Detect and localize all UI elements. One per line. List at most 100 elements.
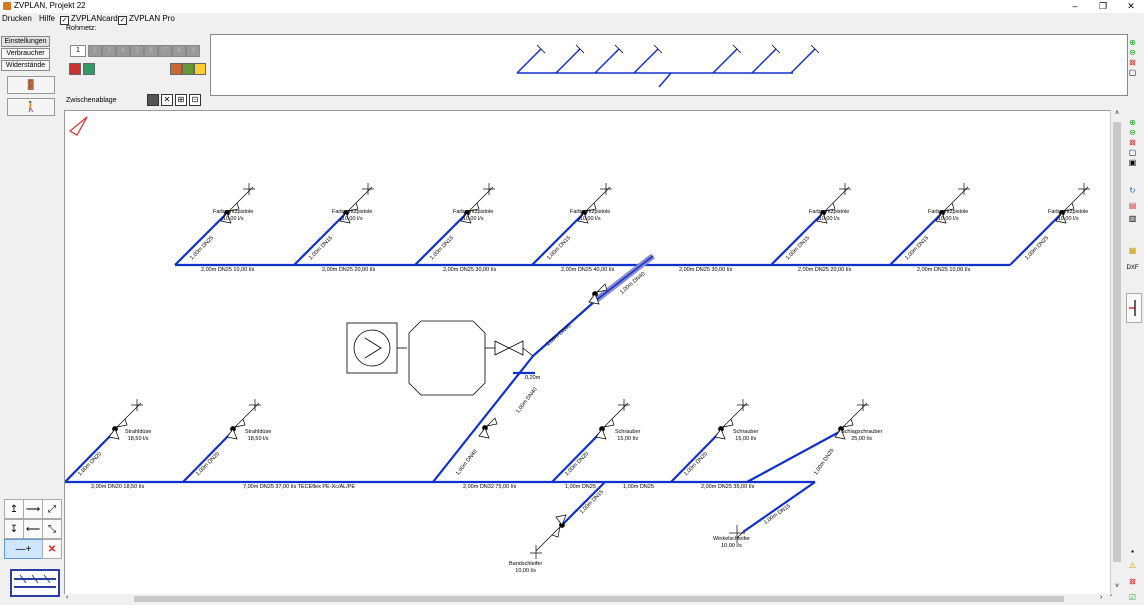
- canvas-zoom-previous-icon[interactable]: ▣: [1128, 157, 1137, 167]
- scroll-up-icon[interactable]: ˄: [1114, 110, 1120, 117]
- zoom-out-icon[interactable]: ⊖: [1129, 47, 1136, 57]
- clipboard-paste-icon[interactable]: ⊡: [189, 94, 201, 106]
- dxf-export-icon[interactable]: DXF: [1126, 265, 1139, 271]
- pipe-label: 1,00m DN25: [565, 484, 596, 490]
- rohrnetz-slot-7[interactable]: 7: [158, 45, 172, 57]
- clipboard-copy-icon[interactable]: [147, 94, 159, 106]
- pipe-label: 7,00m DN25 37,00 l/s TECEflex PE-Xc/AL/P…: [243, 484, 356, 490]
- pipe-label: 2,00m DN25 20,00 l/s: [322, 267, 376, 273]
- save-network-icon[interactable]: [69, 63, 81, 75]
- tools-icon[interactable]: [182, 63, 194, 75]
- zoom-window-icon[interactable]: ▢: [1128, 67, 1137, 77]
- rohrnetz-slot-2[interactable]: 2: [88, 45, 102, 57]
- vertical-pipe-down-icon[interactable]: ↧: [4, 519, 24, 539]
- diagonal-pipe-down-icon[interactable]: ⤡: [42, 519, 62, 539]
- warning-triangle-icon[interactable]: ⚠: [1128, 560, 1137, 570]
- calculator-icon[interactable]: ▦: [1128, 245, 1137, 255]
- zwischenablage-label: Zwischenablage: [66, 97, 117, 104]
- vertical-scroll-thumb[interactable]: [1113, 122, 1121, 562]
- check-icon: ✓: [60, 16, 69, 25]
- zoom-fit-icon[interactable]: ⊠: [1129, 57, 1136, 67]
- delete-icon[interactable]: ✕: [42, 539, 62, 559]
- rohrnetz-slot-3[interactable]: 3: [102, 45, 116, 57]
- confirm-icon[interactable]: ☑: [1128, 592, 1137, 602]
- copy-network-icon[interactable]: [83, 63, 95, 75]
- zoom-in-icon[interactable]: ⊕: [1129, 37, 1136, 47]
- clipboard-grid-icon[interactable]: ⊞: [175, 94, 187, 106]
- canvas-zoom-in-icon[interactable]: ⊕: [1129, 117, 1136, 127]
- menu-drucken[interactable]: Drucken: [2, 14, 32, 23]
- export-icon[interactable]: ▤: [1128, 200, 1137, 210]
- pipe-label: 2,00m DN20 18,50 l/s: [91, 484, 145, 490]
- person-walk-icon[interactable]: 🚶: [7, 98, 55, 116]
- checkbox-zvplan-pro[interactable]: ✓ZVPLAN Pro: [118, 14, 175, 25]
- warning-icon[interactable]: [194, 63, 206, 75]
- cancel-icon[interactable]: ⊠: [1129, 576, 1136, 586]
- rohrnetz-slot-4[interactable]: 4: [116, 45, 130, 57]
- rohrnetz-slot-8[interactable]: 8: [172, 45, 186, 57]
- pipe-label: 0,20m: [525, 375, 541, 381]
- canvas-zoom-out-icon[interactable]: ⊖: [1129, 127, 1136, 137]
- network-overview-panel[interactable]: [210, 34, 1128, 96]
- horizontal-scroll-thumb[interactable]: [134, 596, 1064, 602]
- scroll-left-icon[interactable]: ‹: [66, 594, 69, 601]
- einstellungen-button[interactable]: Einstellungen: [1, 36, 50, 47]
- canvas-zoom-window-icon[interactable]: ▢: [1128, 147, 1137, 157]
- pipe-connector-tool[interactable]: [1126, 293, 1142, 323]
- rohrnetz-slot-9[interactable]: 9: [186, 45, 200, 57]
- scroll-right-icon[interactable]: ›: [1100, 594, 1103, 601]
- diagonal-pipe-icon[interactable]: ⤢: [42, 499, 62, 519]
- title-bar: [0, 0, 1144, 13]
- pipe-label: 2,00m DN25 20,00 l/s: [798, 267, 852, 273]
- horizontal-pipe-right-icon[interactable]: ⟶: [23, 499, 43, 519]
- rohrnetz-slot-5[interactable]: 5: [130, 45, 144, 57]
- check-icon: ✓: [118, 16, 127, 25]
- rohrnetz-slot-6[interactable]: 6: [144, 45, 158, 57]
- restore-button[interactable]: ❐: [1098, 1, 1108, 11]
- pipe-label: 2,00m DN25 10,00 l/s: [201, 267, 255, 273]
- pipe-extend-icon[interactable]: —+: [4, 539, 43, 559]
- pipe-label: 2,00m DN32 75,00 l/s: [463, 484, 517, 490]
- canvas-zoom-fit-icon[interactable]: ⊠: [1129, 137, 1136, 147]
- horizontal-pipe-left-icon[interactable]: ⟵: [23, 519, 43, 539]
- door-exit-icon[interactable]: 🚪: [7, 76, 55, 94]
- app-icon: [3, 2, 11, 10]
- pipe-label: 2,00m DN25 30,00 l/s: [679, 267, 733, 273]
- horizontal-scrollbar[interactable]: ‹ ›: [64, 594, 1110, 604]
- verbraucher-button[interactable]: Verbraucher: [1, 48, 50, 59]
- pipe-label: 2,00m DN25 30,00 l/s: [443, 267, 497, 273]
- vertical-scrollbar[interactable]: ˄ ˅: [1110, 110, 1123, 594]
- save-disk-icon[interactable]: ▪: [1131, 546, 1134, 556]
- print-preview-icon[interactable]: ▥: [1128, 213, 1137, 223]
- pipe-label: 2,00m DN25 40,00 l/s: [561, 267, 615, 273]
- scroll-down-icon[interactable]: ˅: [1114, 583, 1120, 590]
- clipboard-delete-icon[interactable]: ✕: [161, 94, 173, 106]
- widerstaende-button[interactable]: Widerstände: [1, 60, 50, 71]
- minimize-button[interactable]: –: [1072, 1, 1078, 11]
- rohrnetz-label: Rohrnetz:: [66, 25, 97, 32]
- rohrnetz-slot-1[interactable]: 1: [70, 45, 86, 57]
- filter-icon[interactable]: [170, 63, 182, 75]
- menu-hilfe[interactable]: Hilfe: [39, 14, 56, 23]
- checkbox-zvplancard[interactable]: ✓ZVPLANcard: [60, 14, 118, 25]
- pipe-label: 2,00m DN25 35,00 l/s: [701, 484, 755, 490]
- vertical-pipe-up-icon[interactable]: ↥: [4, 499, 24, 519]
- window-title: ZVPLAN, Projekt 22: [14, 1, 86, 10]
- pipe-label: 1,00m DN25: [623, 484, 654, 490]
- pipe-label: 2,00m DN25 10,00 l/s: [917, 267, 971, 273]
- refresh-icon[interactable]: ↻: [1129, 185, 1136, 195]
- close-button[interactable]: ✕: [1127, 1, 1135, 11]
